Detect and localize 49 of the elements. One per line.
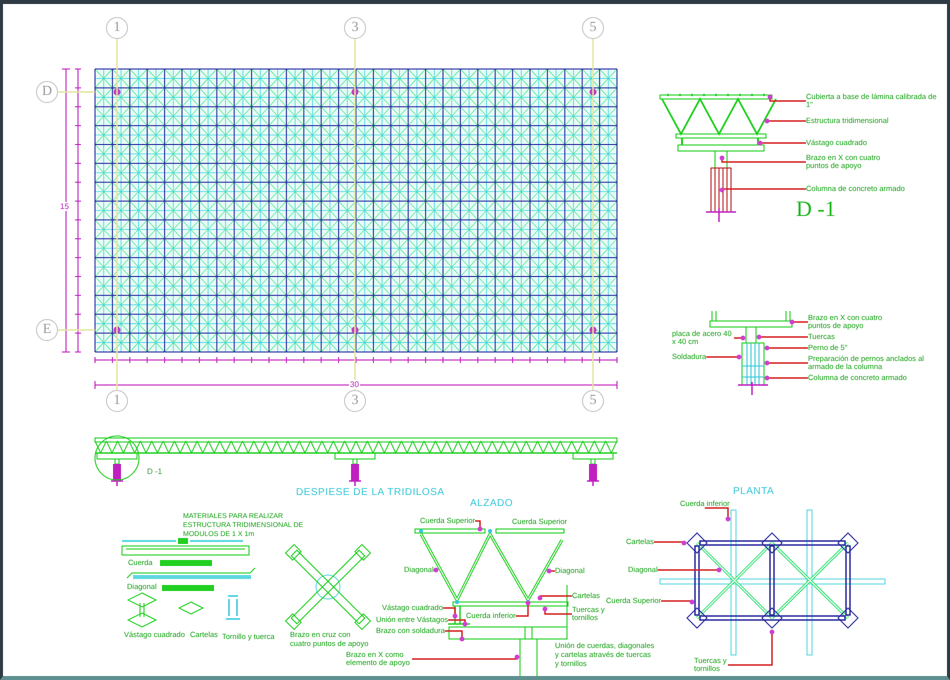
axis-line [354, 39, 356, 390]
axis-line [116, 39, 118, 390]
axis-line [516, 600, 530, 617]
axis-bubble: 3 [344, 17, 366, 39]
axis-line [734, 336, 746, 340]
axis-bubble: 5 [582, 390, 604, 412]
axis-line [475, 520, 482, 532]
axis-bubble: 3 [344, 390, 366, 412]
axis-bubble: E [36, 319, 58, 341]
axis-line [720, 188, 806, 192]
axis-line [756, 334, 808, 340]
axis-line [764, 376, 808, 380]
axis-line [444, 630, 464, 642]
space-frame-plan-detail-drawing [660, 510, 886, 656]
axis-line [706, 354, 742, 360]
detail-label: D -1 [147, 467, 162, 476]
axis-bubble: D [36, 81, 58, 103]
axis-line [434, 568, 438, 572]
axis-line [790, 320, 808, 324]
axis-line [704, 507, 730, 522]
axis-line [542, 606, 572, 615]
axis-line [768, 94, 806, 102]
axis-line [658, 568, 722, 572]
support-detail-drawing [660, 94, 777, 223]
section-title: PLANTA [733, 486, 774, 497]
axis-line [448, 619, 468, 626]
axis-line [764, 360, 808, 366]
axis-line [58, 329, 95, 331]
axis-line [58, 91, 95, 93]
axis-line [758, 140, 806, 146]
axis-line [412, 654, 520, 660]
axis-bubble: 1 [106, 17, 128, 39]
axis-line [442, 607, 458, 618]
axis-line [546, 568, 555, 574]
axis-line [538, 595, 572, 600]
axis-line [764, 346, 808, 350]
detail-label: D -1 [796, 196, 836, 222]
axis-line [592, 39, 594, 390]
dimension-text: 15 [59, 202, 70, 211]
axis-line [654, 540, 686, 546]
section-title: ALZADO [470, 498, 514, 509]
axis-bubble: 5 [582, 17, 604, 39]
section-title: DESPIESE DE LA TRIDILOSA [296, 487, 445, 498]
axis-line [728, 630, 774, 666]
axis-line [764, 118, 806, 124]
axis-bubble: 1 [106, 390, 128, 412]
axis-line [720, 156, 806, 163]
dimension-text: 30 [349, 380, 360, 389]
axis-line [661, 600, 694, 604]
